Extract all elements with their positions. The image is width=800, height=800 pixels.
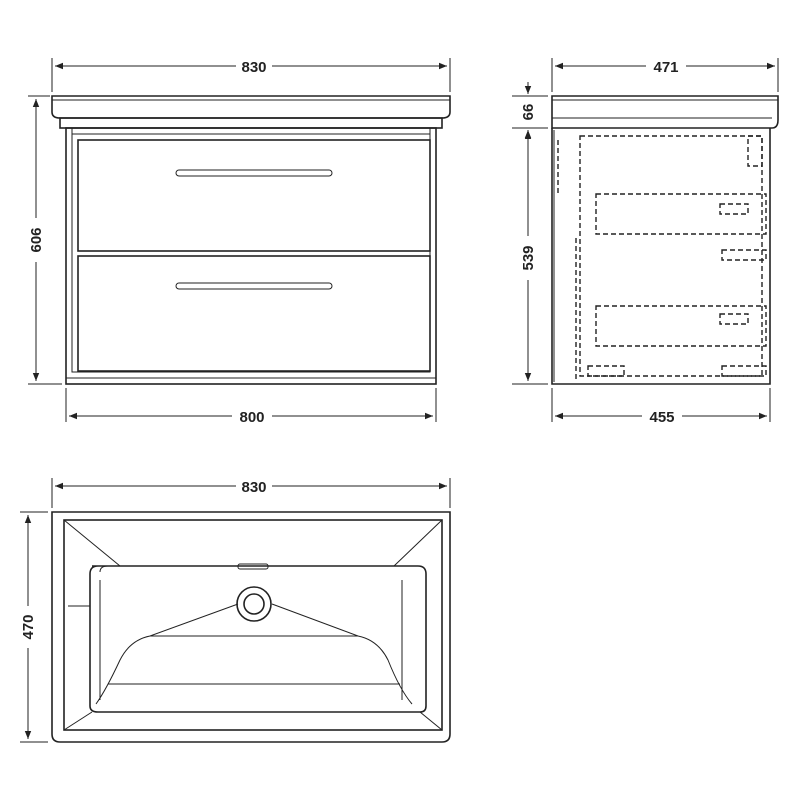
plan-view: 830 470	[20, 478, 451, 743]
front-basin-lip	[59, 117, 443, 129]
drawer-handle-lower	[175, 282, 333, 290]
plan-basin-rim	[63, 519, 443, 731]
dim-plan-basin-width: 830	[241, 479, 266, 496]
side-hidden-drawer-lower	[595, 305, 767, 347]
dim-front-total-height: 606	[28, 227, 45, 252]
front-cabinet-inner-frame	[71, 127, 431, 373]
drawer-handle-upper	[175, 169, 333, 177]
side-view: 471 66 539 455	[512, 58, 779, 426]
side-cabinet	[551, 128, 771, 385]
dim-side-top-depth: 471	[653, 59, 678, 76]
plan-basin-outer	[51, 511, 451, 743]
dim-plan-basin-depth: 470	[20, 614, 37, 639]
front-drawer-upper	[77, 139, 431, 252]
front-view: 830 606 800	[28, 58, 451, 426]
front-basin-top	[51, 95, 451, 119]
dim-front-cabinet-width: 800	[239, 409, 264, 426]
side-hidden-cabinet-body	[579, 135, 763, 377]
dim-front-top-width: 830	[241, 59, 266, 76]
dim-side-cabinet-height: 539	[520, 245, 537, 270]
side-hidden-drawer-upper	[595, 193, 767, 235]
plan-waste-outlet	[236, 586, 272, 622]
plan-overflow-slot	[237, 563, 269, 570]
dim-side-cabinet-depth: 455	[649, 409, 674, 426]
front-drawer-lower	[77, 255, 431, 372]
side-basin-top	[551, 95, 779, 129]
plan-basin-bowl	[89, 565, 427, 713]
dim-side-basin-height: 66	[520, 104, 537, 121]
